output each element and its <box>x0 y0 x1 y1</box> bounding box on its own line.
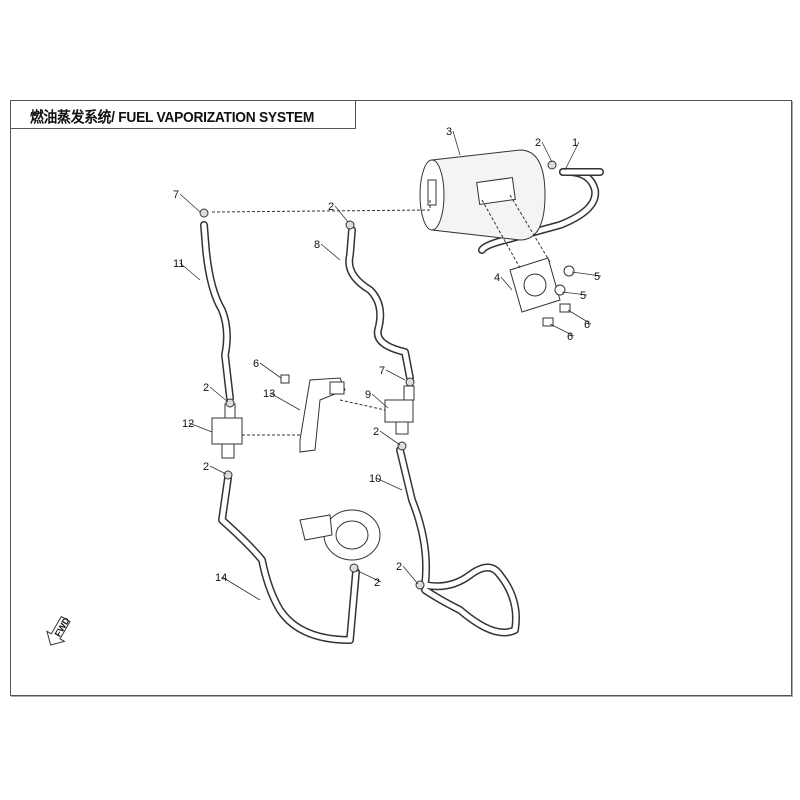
callout-leader <box>549 323 575 337</box>
callout-number: 6 <box>253 358 259 370</box>
callout-number: 1 <box>572 137 578 149</box>
hose <box>346 227 413 381</box>
callout-leader <box>188 422 213 433</box>
callout-leader <box>402 565 419 585</box>
callout-number: 4 <box>494 272 500 284</box>
callout-number: 2 <box>203 461 209 473</box>
callout-number: 12 <box>182 418 194 430</box>
callout-leader <box>379 430 401 446</box>
callout-number: 2 <box>328 201 334 213</box>
callout-leader <box>355 569 382 583</box>
callout-number: 14 <box>215 572 227 584</box>
hose <box>397 447 519 635</box>
callout-leader <box>541 141 553 163</box>
callout-leader <box>567 309 592 325</box>
callout-leader <box>320 243 341 261</box>
hose <box>396 446 520 637</box>
callout-leader <box>564 141 580 171</box>
callout-number: 2 <box>535 137 541 149</box>
mounting-bracket <box>299 377 346 453</box>
hose <box>201 222 233 401</box>
callout-number: 2 <box>374 577 380 589</box>
fwd-label: FWD <box>53 615 72 638</box>
callout-leader <box>259 362 282 379</box>
canister-bracket <box>481 194 561 313</box>
callout-number: 9 <box>365 389 371 401</box>
callout-number: 5 <box>580 290 586 302</box>
nuts <box>280 265 575 384</box>
callout-leader <box>500 276 513 291</box>
callout-number: 6 <box>567 331 573 343</box>
callout-number: 2 <box>373 426 379 438</box>
callout-leader <box>221 576 261 601</box>
callout-number: 8 <box>314 239 320 251</box>
callout-number: 7 <box>379 365 385 377</box>
callout-number: 2 <box>396 561 402 573</box>
callout-number: 10 <box>369 473 381 485</box>
solenoid-valve-12 <box>211 403 243 459</box>
callout-leader <box>375 477 403 491</box>
clamps <box>199 160 557 590</box>
callout-leader <box>209 386 229 403</box>
callout-leader <box>385 369 406 381</box>
solenoid-valve-9 <box>384 385 415 435</box>
callout-leader <box>209 465 227 475</box>
callout-leader <box>269 392 301 411</box>
leader-dashed <box>211 200 431 213</box>
diagram-frame <box>10 100 792 696</box>
callout-number: 6 <box>584 319 590 331</box>
callout-leader <box>334 205 349 223</box>
callout-number: 2 <box>203 382 209 394</box>
callout-leader <box>561 291 588 296</box>
canister <box>419 149 546 241</box>
callout-leader <box>179 193 201 213</box>
leader-dashed <box>242 399 386 436</box>
callout-number: 11 <box>173 258 184 270</box>
throttle-body <box>299 509 381 561</box>
callout-leader <box>179 262 201 281</box>
callout-leader <box>571 271 602 277</box>
callout-leader <box>371 393 389 409</box>
callout-number: 7 <box>173 189 179 201</box>
diagram-title: 燃油蒸发系统/ FUEL VAPORIZATION SYSTEM <box>30 109 315 126</box>
callout-number: 5 <box>594 271 600 283</box>
hose <box>219 475 359 643</box>
callout-leader <box>452 130 461 156</box>
hose <box>218 474 360 644</box>
callout-number: 13 <box>263 388 275 400</box>
fwd-arrow-icon: FWD <box>46 615 72 646</box>
callout-number: 3 <box>446 126 452 138</box>
title-box <box>10 100 356 129</box>
